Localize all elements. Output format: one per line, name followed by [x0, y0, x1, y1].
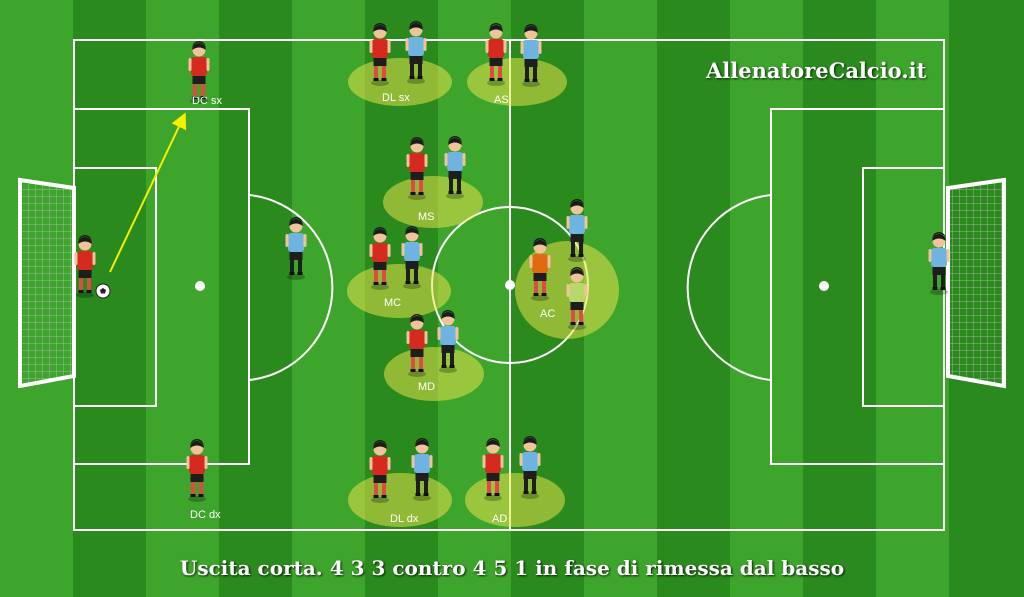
player-figure [482, 438, 504, 501]
brand-watermark: AllenatoreCalcio.it [706, 58, 927, 83]
player-figure [566, 267, 588, 330]
zone-label: MC [384, 297, 401, 309]
player-figure [369, 440, 391, 503]
penalty-spot-left [195, 281, 205, 291]
zone-ellipse [347, 264, 451, 318]
position-label: DC sx [192, 95, 222, 107]
player-figure [566, 199, 588, 262]
zone-label: AS [494, 94, 509, 106]
goal-right [946, 177, 1006, 389]
pass-arrow [109, 112, 187, 273]
player-figure [519, 436, 541, 499]
player-figure [928, 232, 950, 295]
player-figure [74, 235, 96, 298]
player-figure [437, 310, 459, 373]
zone-label: DL dx [390, 513, 419, 525]
zone-label: DL sx [382, 92, 410, 104]
player-figure [406, 314, 428, 377]
diagram-caption: Uscita corta. 4 3 3 contro 4 5 1 in fase… [179, 556, 845, 580]
player-figure [520, 24, 542, 87]
zone-label: AC [540, 308, 555, 320]
player-figure [285, 217, 307, 280]
goal-left [18, 177, 76, 389]
penalty-arc-right [686, 194, 772, 381]
player-figure [529, 238, 551, 301]
center-spot [505, 280, 515, 290]
player-figure [444, 136, 466, 199]
player-figure [188, 41, 210, 104]
position-label: DC dx [190, 509, 221, 521]
soccer-ball-icon [95, 283, 111, 299]
player-figure [406, 137, 428, 200]
player-figure [401, 226, 423, 289]
player-figure [411, 438, 433, 501]
zone-label: MS [418, 211, 435, 223]
zone-ellipse [467, 58, 567, 106]
zone-label: AD [492, 513, 507, 525]
player-figure [485, 23, 507, 86]
penalty-spot-right [819, 281, 829, 291]
player-figure [369, 23, 391, 86]
player-figure [186, 439, 208, 502]
player-figure [369, 227, 391, 290]
zone-ellipse [384, 347, 484, 401]
zone-label: MD [418, 381, 435, 393]
penalty-arc-left [248, 194, 334, 381]
zone-ellipse [465, 473, 565, 527]
players [74, 21, 950, 503]
player-figure [405, 21, 427, 84]
position-labels: DL sx AS MS MC AC MD DL dx AD DC sx DC dx [190, 92, 555, 525]
